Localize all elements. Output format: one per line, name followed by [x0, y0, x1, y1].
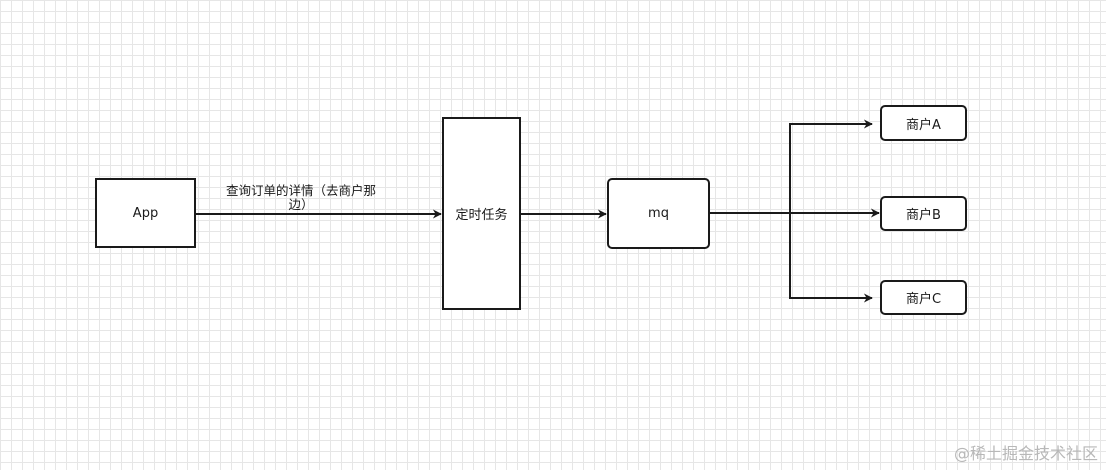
merchant-b-node[interactable]: 商户B	[880, 196, 967, 231]
edge-mq-to-merchant-c	[709, 212, 873, 303]
scheduler-node[interactable]: 定时任务	[442, 117, 521, 310]
merchant-a-node[interactable]: 商户A	[880, 105, 967, 141]
app-node-label: App	[132, 205, 159, 221]
app-node[interactable]: App	[95, 178, 196, 248]
merchant-c-node[interactable]: 商户C	[880, 280, 967, 315]
merchant-c-label: 商户C	[905, 292, 942, 307]
edge-mq-to-merchant-a	[709, 119, 873, 214]
mq-node-label: mq	[648, 206, 669, 221]
app-to-scheduler-label: 查询订单的详情（去商户那边）	[225, 183, 376, 212]
mq-node[interactable]: mq	[607, 178, 710, 249]
watermark: @稀土掘金技术社区	[953, 444, 1098, 463]
merchant-b-label: 商户B	[906, 208, 941, 223]
merchant-a-label: 商户A	[906, 117, 941, 133]
scheduler-node-label: 定时任务	[455, 208, 508, 223]
